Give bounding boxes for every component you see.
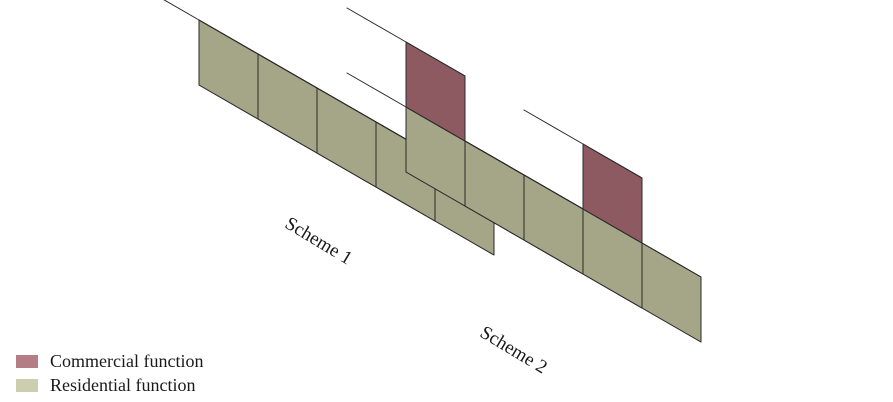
block-side-face <box>523 174 584 275</box>
legend-item-commercial: Commercial function <box>16 349 203 373</box>
legend-label-commercial: Commercial function <box>50 350 204 371</box>
legend: Commercial function Residential function <box>16 349 203 397</box>
block-side-face <box>198 19 259 120</box>
commercial-block <box>523 109 643 244</box>
block-side-face <box>316 87 377 188</box>
commercial-swatch <box>16 354 38 368</box>
residential-swatch <box>16 378 38 392</box>
legend-label-residential: Residential function <box>50 374 196 395</box>
block-side-face <box>257 53 318 154</box>
scheme-2-blocks <box>346 7 702 343</box>
block-side-face <box>641 242 702 343</box>
block-top-face <box>346 7 466 77</box>
block-top-face <box>523 109 643 179</box>
legend-item-residential: Residential function <box>16 373 203 397</box>
residential-block <box>582 208 702 343</box>
residential-block <box>163 0 259 120</box>
commercial-block <box>346 7 466 142</box>
